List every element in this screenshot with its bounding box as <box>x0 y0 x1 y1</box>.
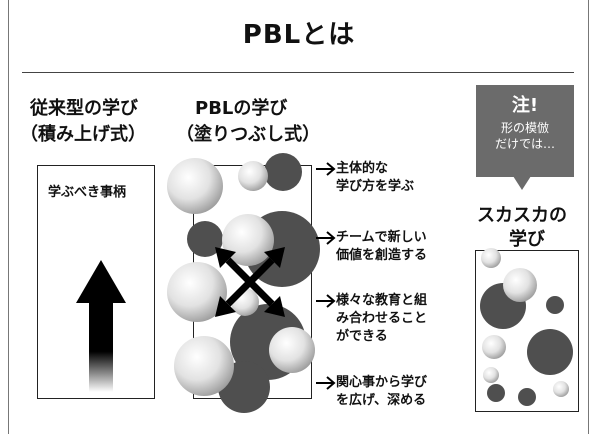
warning-callout-tail <box>513 176 531 190</box>
cross-arrowhead-se <box>264 296 285 317</box>
pbl-item-1-line2: 学び方を学ぶ <box>336 179 415 194</box>
outcome-arrow-1 <box>316 162 336 176</box>
pbl-light-circle <box>238 161 268 191</box>
sparse-light-circle <box>503 268 537 302</box>
outcome-arrow-3 <box>316 294 336 308</box>
frame-right-border <box>588 0 589 434</box>
pbl-item-2: チームで新しい 価値を創造する <box>336 229 427 265</box>
cross-arrows <box>225 257 275 307</box>
cross-arrowhead-nw <box>215 247 236 268</box>
outcome-arrow-4 <box>316 376 336 390</box>
pbl-item-4: 関心事から学び を広げ、深める <box>336 374 427 410</box>
pbl-item-2-line1: チームで新しい <box>336 230 427 245</box>
pbl-light-circle <box>174 336 234 396</box>
pbl-dark-circle <box>264 153 302 191</box>
slide-title: PBLとは <box>242 20 356 50</box>
pbl-light-circle <box>167 262 227 322</box>
pbl-heading-1: PBLの学び <box>195 98 288 119</box>
sparse-heading-2: 学び <box>509 229 545 250</box>
sparse-dark-circle <box>487 384 505 402</box>
sparse-dark-circle <box>518 388 536 406</box>
warning-callout: 注! 形の模倣 だけでは… <box>476 85 574 177</box>
pbl-dark-circle <box>187 221 223 257</box>
warning-callout-line2: だけでは… <box>494 137 555 151</box>
cross-arrowhead-ne <box>264 247 285 268</box>
stacking-arrow-shaft <box>89 302 113 392</box>
pbl-heading-2: （塗りつぶし式） <box>176 124 321 145</box>
pbl-light-circle <box>269 327 315 373</box>
pbl-light-circle <box>167 158 223 214</box>
warning-callout-line1: 形の模倣 <box>500 121 549 135</box>
pbl-item-3-line3: ができる <box>336 329 388 344</box>
pbl-item-3-line1: 様々な教育と組 <box>336 293 428 308</box>
sparse-light-circle <box>553 381 569 397</box>
pbl-item-3-line2: み合わせること <box>336 311 428 326</box>
sparse-dark-circle <box>546 296 564 314</box>
traditional-heading-1: 従来型の学び <box>30 98 138 119</box>
pbl-item-4-line2: を広げ、深める <box>336 393 427 408</box>
outcome-arrow-2 <box>316 231 336 245</box>
pbl-item-3: 様々な教育と組 み合わせること ができる <box>336 292 427 346</box>
traditional-heading-2: （積み上げ式） <box>20 124 146 145</box>
traditional-box-label: 学ぶべき事柄 <box>48 185 127 200</box>
frame-left-border <box>8 0 9 434</box>
pbl-item-4-line1: 関心事から学び <box>336 375 428 390</box>
sparse-light-circle <box>483 367 499 383</box>
sparse-light-circle <box>481 248 501 268</box>
sparse-dark-circle <box>527 329 573 375</box>
sparse-light-circle <box>482 335 506 359</box>
pbl-item-2-line2: 価値を創造する <box>336 248 428 263</box>
pbl-item-1-line1: 主体的な <box>336 161 389 176</box>
pbl-item-1: 主体的な 学び方を学ぶ <box>336 160 414 196</box>
warning-callout-head: 注! <box>511 95 539 116</box>
title-divider <box>22 72 574 73</box>
sparse-heading-1: スカスカの <box>477 205 567 226</box>
cross-arrowhead-sw <box>215 296 236 317</box>
stacking-arrow-head <box>76 260 126 303</box>
